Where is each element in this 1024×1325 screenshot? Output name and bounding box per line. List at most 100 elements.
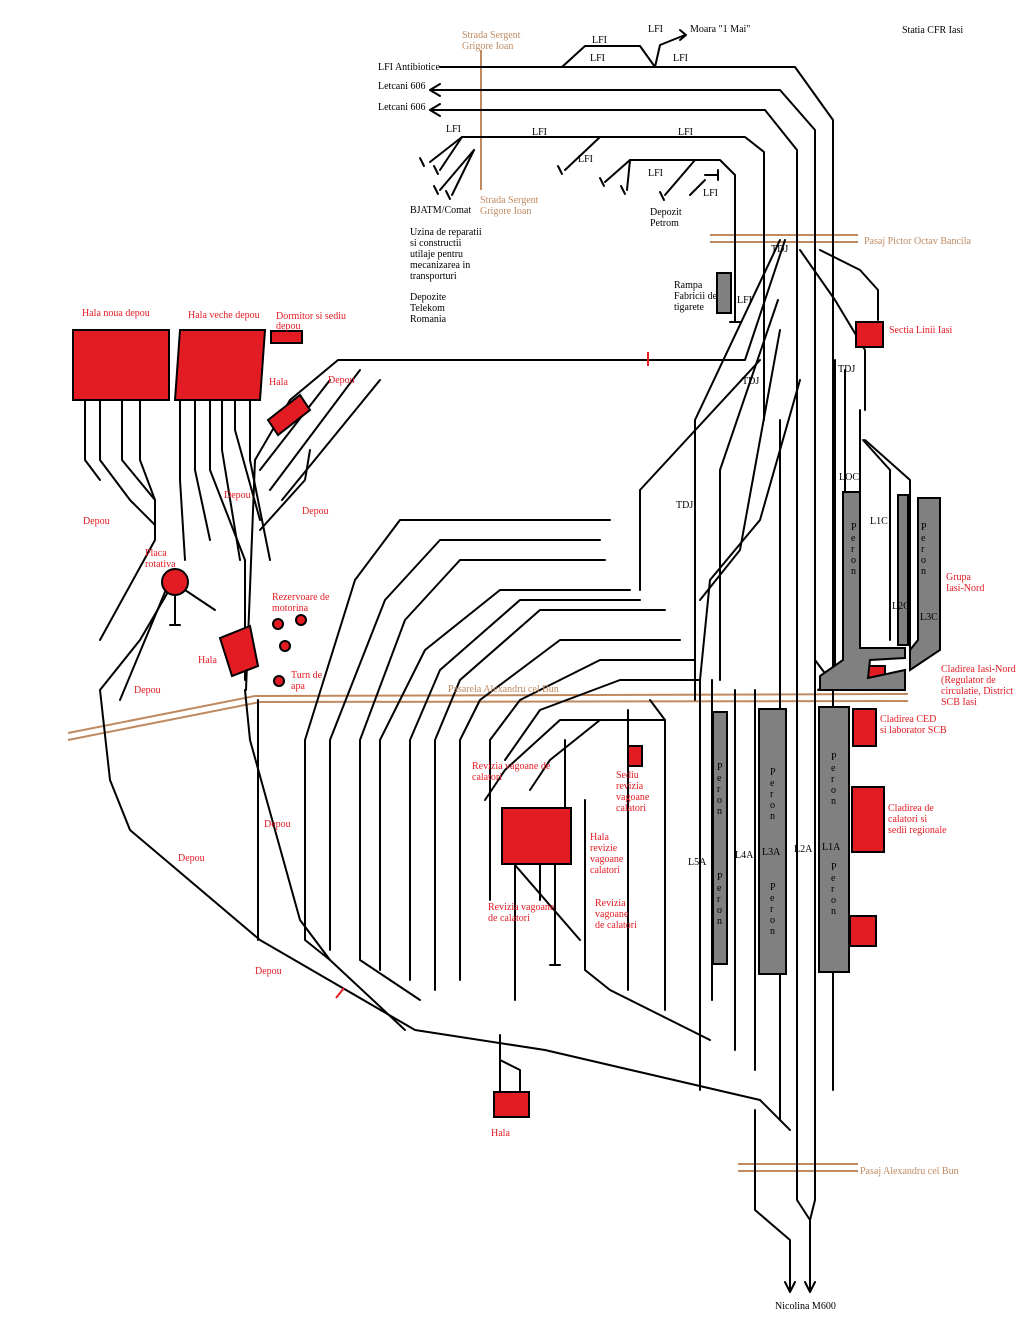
rezervor-3 xyxy=(279,640,291,652)
peron-letter: P xyxy=(831,752,837,763)
peron-letter: o xyxy=(831,785,836,796)
label-hala: Hala xyxy=(491,1128,510,1139)
note-bjatm: BJATM/Comat xyxy=(410,205,471,216)
label-revizia-2: de calatori xyxy=(488,913,530,924)
note-uzina: utilaje pentru xyxy=(410,249,463,260)
peron-letter: P xyxy=(770,882,776,893)
depot-tracks xyxy=(84,369,791,1131)
track-lfi: LFI xyxy=(673,53,688,64)
track-l4a: L4A xyxy=(735,850,754,861)
label-cladirea-calatori: Cladirea de xyxy=(888,803,934,814)
label-revizia-3: vagoane xyxy=(595,909,629,920)
track-loc: LOC xyxy=(839,472,859,483)
note-rampa: Rampa xyxy=(674,280,703,291)
note-rampa: tigarete xyxy=(674,302,705,313)
peron-letter: n xyxy=(770,926,775,937)
label-sediu-revizie: vagoane xyxy=(616,792,650,803)
road-sergent-top-1: Strada Sergent xyxy=(462,30,521,41)
peron-letter: e xyxy=(717,883,722,894)
label-hala-revizie: Hala xyxy=(590,832,609,843)
peron-nord xyxy=(819,491,906,691)
peron-letter: o xyxy=(717,905,722,916)
sediu-revizie-vagoane xyxy=(627,745,643,767)
label-hala-revizie: revizie xyxy=(590,843,618,854)
direction-arrows xyxy=(429,29,687,117)
label-cladirea-nord: (Regulator de xyxy=(941,675,996,686)
placa-rotativa xyxy=(161,568,189,596)
peron-letter: e xyxy=(831,873,836,884)
rezervor-2 xyxy=(295,614,307,626)
label-depou: Depou xyxy=(178,853,205,864)
label-sediu-revizie: calatori xyxy=(616,803,646,814)
peron-l3a xyxy=(758,708,787,975)
track-l3a: L3A xyxy=(762,847,781,858)
note-depozite: Telekom xyxy=(410,303,445,314)
cladire-sud xyxy=(849,915,877,947)
peron-letter: P xyxy=(921,522,927,533)
peron-letter: n xyxy=(717,806,722,817)
peron-letter: r xyxy=(717,784,721,795)
label-depou: Depou xyxy=(83,516,110,527)
label-turn: apa xyxy=(291,681,305,692)
peron-letter: n xyxy=(831,796,836,807)
label-turn: Turn de xyxy=(291,670,323,681)
platforms xyxy=(712,272,941,975)
main-tracks xyxy=(245,239,911,1121)
peron-letter: o xyxy=(921,555,926,566)
road-sergent-bottom-1: Strada Sergent xyxy=(480,195,539,206)
peron-letter: r xyxy=(921,544,925,555)
dest-letcani-2: Letcani 606 xyxy=(378,102,425,113)
peron-letter: r xyxy=(717,894,721,905)
hala-depou-small xyxy=(266,393,312,437)
dest-nicolina: Nicolina M600 xyxy=(775,1301,836,1312)
note-uzina: Uzina de reparatii xyxy=(410,227,482,238)
label-hala-veche: Hala veche depou xyxy=(188,310,260,321)
label-sectia: Sectia Linii Iasi xyxy=(889,325,953,336)
peron-letter: o xyxy=(770,915,775,926)
label-rezervoare: Rezervoare de xyxy=(272,592,330,603)
note-petrom: Petrom xyxy=(650,218,679,229)
label-hala-revizie: calatori xyxy=(590,865,620,876)
track-lfi: LFI xyxy=(737,295,752,306)
rezervor-1 xyxy=(272,618,284,630)
label-dormitor: Dormitor si sediu xyxy=(276,311,346,322)
peron-letter: e xyxy=(770,778,775,789)
label-depou: Depou xyxy=(328,375,355,386)
peron-letter: r xyxy=(770,789,774,800)
peron-l5a xyxy=(712,711,728,965)
track-lfi: LFI xyxy=(590,53,605,64)
industrial-tracks xyxy=(419,34,834,1091)
label-revizia-3: Revizia xyxy=(595,898,626,909)
peron-letter: o xyxy=(770,800,775,811)
peron-letter: n xyxy=(717,916,722,927)
road-sergent-top-2: Grigore Ioan xyxy=(462,41,513,52)
label-grupa: Iasi-Nord xyxy=(946,583,984,594)
peron-letter: e xyxy=(831,763,836,774)
label-cladirea-nord: circulatie, District xyxy=(941,686,1013,697)
label-cladirea-ced: Cladirea CED xyxy=(880,714,936,725)
track-l1a: L1A xyxy=(822,842,841,853)
buildings xyxy=(72,321,886,1118)
note-depozite: Romania xyxy=(410,314,447,325)
label-hala-noua: Hala noua depou xyxy=(82,308,150,319)
label-depou: Depou xyxy=(255,966,282,977)
label-depou: Depou xyxy=(302,506,329,517)
peron-letter: P xyxy=(717,872,723,883)
label-sediu-revizie: Sediu xyxy=(616,770,639,781)
peron-letter: P xyxy=(851,522,857,533)
track-lfi: LFI xyxy=(446,124,461,135)
peron-letter: r xyxy=(770,904,774,915)
hala-noua-depou xyxy=(72,329,170,401)
peron-letter: e xyxy=(921,533,926,544)
hala-depou-2 xyxy=(218,624,260,678)
dest-letcani-1: Letcani 606 xyxy=(378,81,425,92)
label-grupa: Grupa xyxy=(946,572,972,583)
dest-moara: Moara "1 Mai" xyxy=(690,24,750,35)
track-tdj: TDJ xyxy=(742,376,759,387)
peron-letter: r xyxy=(831,884,835,895)
track-l3c: L3C xyxy=(920,612,938,623)
road-pasarela: Pasarela Alexandru cel Bun xyxy=(448,684,559,695)
